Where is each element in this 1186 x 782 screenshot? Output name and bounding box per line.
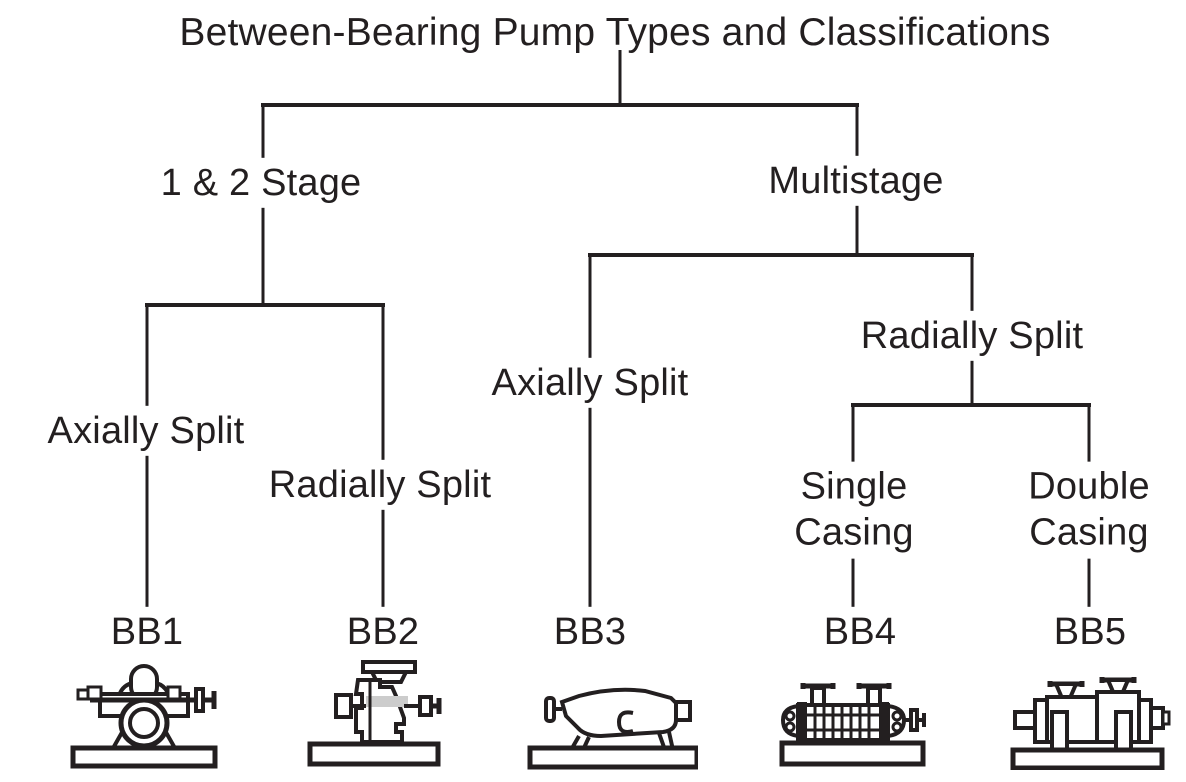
single-casing-line2: Casing [794,512,914,554]
bb5-pump-icon [1010,677,1171,770]
node-multistage: Multistage [760,155,952,207]
single-casing-line1: Single [800,465,908,508]
node-bb4: BB4 [815,606,905,658]
node-bb1: BB1 [102,606,192,658]
diagram-title: Between-Bearing Pump Types and Classific… [179,11,1051,54]
node-bb2: BB2 [338,606,428,658]
bb1-pump-icon [70,664,218,769]
node-1-2-stage: 1 & 2 Stage [152,157,370,209]
node-radially-split-left: Radially Split [260,459,500,511]
bb4-pump-icon [779,683,926,767]
node-double-casing: Double Casing [1020,461,1158,559]
double-casing-line2: Casing [1029,512,1149,554]
bb3-pump-icon [527,687,698,770]
node-bb3: BB3 [545,606,635,658]
double-casing-line1: Double [1028,465,1150,508]
node-bb5: BB5 [1045,606,1135,658]
node-single-casing: Single Casing [786,461,922,559]
node-axially-split-left: Axially Split [39,405,253,457]
bb2-pump-icon [307,660,442,767]
node-axially-split-right: Axially Split [483,357,697,409]
node-radially-split-right: Radially Split [852,310,1092,362]
